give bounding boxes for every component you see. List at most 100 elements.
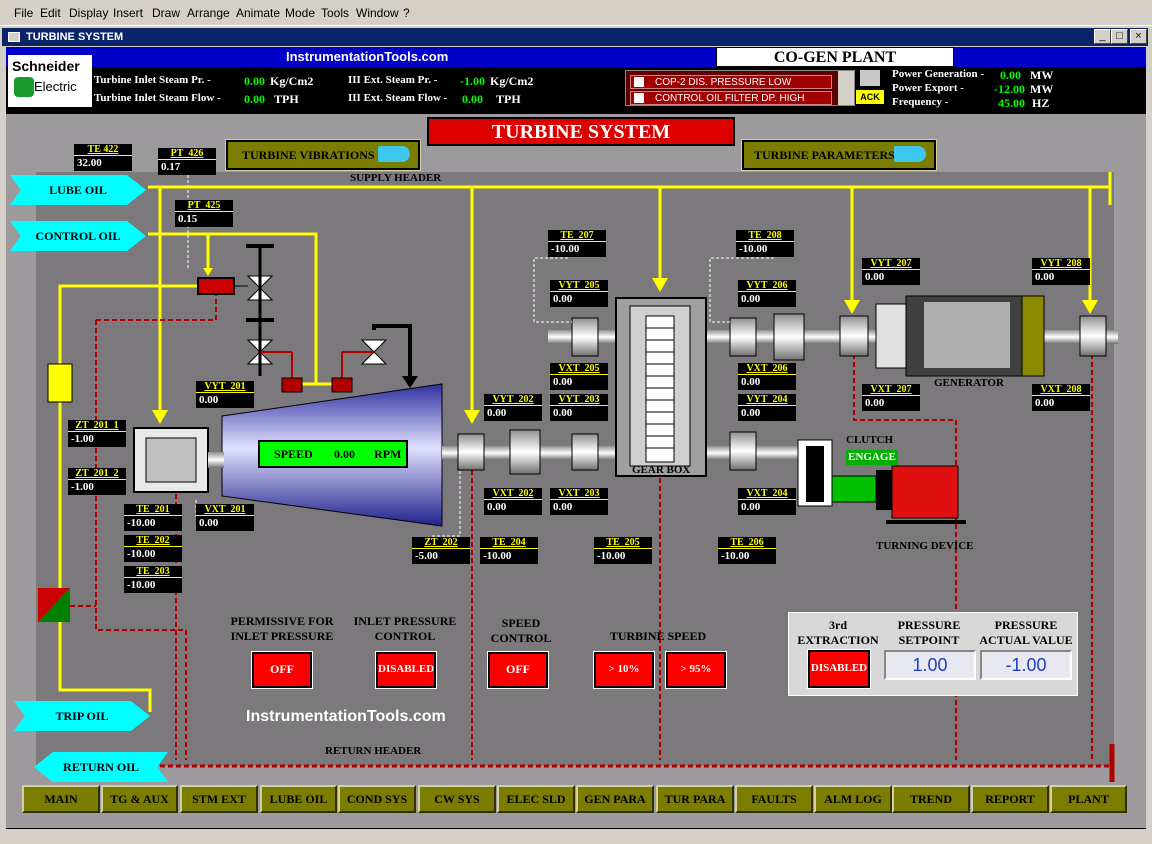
tag-te201[interactable]: TE_201-10.00 [124, 504, 182, 532]
ext-flow-value: 0.00 [462, 92, 483, 106]
menu-file[interactable]: File [14, 6, 34, 20]
website-label: InstrumentationTools.com [286, 49, 449, 64]
menu-insert[interactable]: Insert [113, 6, 144, 20]
ack-button[interactable]: ACK [856, 90, 884, 104]
nav-lube-oil[interactable]: LUBE OIL [260, 785, 337, 813]
speed-95-indicator[interactable]: > 95% [665, 651, 727, 689]
alarm-list[interactable]: COP-2 DIS. PRESSURE LOW CONTROL OIL FILT… [625, 70, 855, 106]
tag-te208[interactable]: TE_208-10.00 [736, 230, 794, 258]
inlet-flow-value: 0.00 [244, 92, 265, 106]
nav-plant[interactable]: PLANT [1050, 785, 1127, 813]
generator-label: GENERATOR [934, 377, 1004, 389]
menu-draw[interactable]: Draw [152, 6, 181, 20]
tag-te204[interactable]: TE_204-10.00 [480, 537, 538, 565]
menu-display[interactable]: Display [69, 6, 109, 20]
nav-gen-para[interactable]: GEN PARA [576, 785, 654, 813]
close-button[interactable]: × [1130, 29, 1147, 44]
turbine-parameters-button[interactable]: TURBINE PARAMETERS [741, 139, 937, 171]
nav-faults[interactable]: FAULTS [735, 785, 813, 813]
nav-trend[interactable]: TREND [892, 785, 970, 813]
nav-main[interactable]: MAIN [22, 785, 100, 813]
power-exp-label: Power Export - [892, 82, 964, 94]
power-exp-value: -12.00 [994, 82, 1025, 96]
pressure-setpoint-label: PRESSURE SETPOINT [897, 618, 961, 647]
tag-te205[interactable]: TE_205-10.00 [594, 537, 652, 565]
menu-edit[interactable]: Edit [40, 6, 61, 20]
return-header-label: RETURN HEADER [325, 745, 422, 757]
alarm-item[interactable]: CONTROL OIL FILTER DP. HIGH [630, 91, 832, 105]
tag-te206[interactable]: TE_206-10.00 [718, 537, 776, 565]
permissive-label: PERMISSIVE FOR INLET PRESSURE [230, 614, 334, 643]
pointing-hand-icon [894, 146, 926, 162]
menu-mode[interactable]: Mode [285, 6, 316, 20]
tag-zt201-2[interactable]: ZT_201_2-1.00 [68, 468, 126, 496]
menu-arrange[interactable]: Arrange [187, 6, 230, 20]
nav-cw-sys[interactable]: CW SYS [418, 785, 496, 813]
alarm-item[interactable]: COP-2 DIS. PRESSURE LOW [630, 75, 832, 89]
turbine-vibrations-button[interactable]: TURBINE VIBRATIONS [225, 139, 421, 171]
tag-zt202[interactable]: ZT_202-5.00 [412, 537, 470, 565]
extraction-control-button[interactable]: DISABLED [807, 649, 871, 689]
menu-tools[interactable]: Tools [321, 6, 350, 20]
nav-tur-para[interactable]: TUR PARA [656, 785, 734, 813]
nav-report[interactable]: REPORT [971, 785, 1049, 813]
pressure-setpoint-input[interactable]: 1.00 [884, 650, 976, 680]
alarm-checkbox[interactable] [634, 77, 644, 87]
tag-te202[interactable]: TE_202-10.00 [124, 535, 182, 563]
engage-indicator[interactable]: ENGAGE [846, 450, 898, 465]
nav-stm-ext[interactable]: STM EXT [180, 785, 258, 813]
menu-animate[interactable]: Animate [236, 6, 281, 20]
plant-title: CO-GEN PLANT [716, 47, 954, 67]
power-exp-unit: MW [1030, 82, 1054, 96]
alarm-scrollbar[interactable] [838, 71, 854, 105]
permissive-button[interactable]: OFF [251, 651, 313, 689]
page-title: TURBINE SYSTEM [427, 117, 735, 146]
maximize-button[interactable]: □ [1111, 29, 1128, 44]
menu-help[interactable]: ? [403, 6, 410, 20]
trip-oil-label[interactable]: TRIP OIL [14, 701, 150, 731]
tag-te203[interactable]: TE_203-10.00 [124, 566, 182, 594]
nav-elec-sld[interactable]: ELEC SLD [497, 785, 575, 813]
inlet-pressure-control-label: INLET PRESSURE CONTROL [353, 614, 457, 643]
speed-control-button[interactable]: OFF [487, 651, 549, 689]
inlet-flow-label: Turbine Inlet Steam Flow - [94, 92, 221, 104]
control-oil-label[interactable]: CONTROL OIL [10, 221, 146, 251]
minimize-button[interactable]: _ [1094, 29, 1111, 44]
tag-te207[interactable]: TE_207-10.00 [548, 230, 606, 258]
nav-alm-log[interactable]: ALM LOG [814, 785, 892, 813]
ext-flow-label: III Ext. Steam Flow - [348, 92, 448, 104]
menu-window[interactable]: Window [356, 6, 399, 20]
speed-10-indicator[interactable]: > 10% [593, 651, 655, 689]
inlet-pr-label: Turbine Inlet Steam Pr. - [94, 74, 211, 86]
nav-cond-sys[interactable]: COND SYS [338, 785, 416, 813]
lube-oil-label[interactable]: LUBE OIL [10, 175, 146, 205]
speed-display: SPEED 0.00 RPM [258, 440, 408, 468]
turbine-vibrations-label: TURBINE VIBRATIONS [242, 148, 375, 162]
return-oil-label[interactable]: RETURN OIL [34, 752, 168, 782]
inlet-pressure-control-button[interactable]: DISABLED [375, 651, 437, 689]
header-banner [6, 47, 716, 67]
tag-zt201-1[interactable]: ZT_201_1-1.00 [68, 420, 126, 448]
alarm-checkbox[interactable] [634, 93, 644, 103]
nav-tg-aux[interactable]: TG & AUX [101, 785, 178, 813]
